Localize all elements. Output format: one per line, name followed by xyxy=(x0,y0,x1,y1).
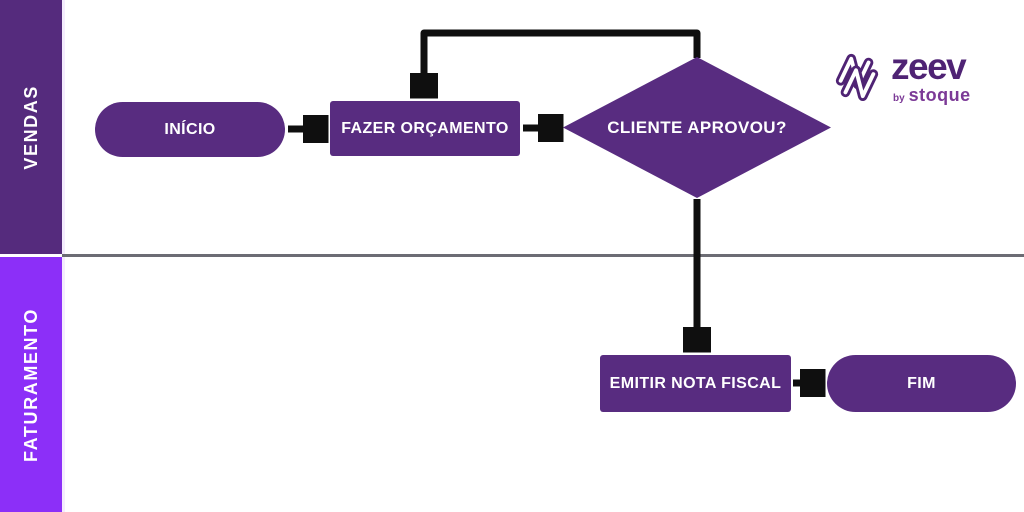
logo-by-text: by xyxy=(893,93,905,105)
node-end-label: FIM xyxy=(907,374,936,392)
logo-brand-text: zeev xyxy=(891,46,967,87)
node-start-label: INÍCIO xyxy=(164,120,216,138)
lane-faturamento-text: FATURAMENTO xyxy=(20,307,41,462)
logo-byline: by stoque xyxy=(893,86,971,104)
node-start: INÍCIO xyxy=(95,102,285,157)
logo-text-block: zeev by stoque xyxy=(891,46,971,105)
lane-label-faturamento: FATURAMENTO xyxy=(0,257,65,512)
node-make-quote-label: FAZER ORÇAMENTO xyxy=(341,119,509,137)
zeev-stoque-logo: zeev by stoque xyxy=(832,46,971,106)
node-end: FIM xyxy=(827,355,1016,412)
node-decision-diamond: CLIENTE APROVOU? xyxy=(563,57,831,198)
node-make-quote: FAZER ORÇAMENTO xyxy=(330,101,520,156)
logo-company-text: stoque xyxy=(908,85,971,106)
lane-label-vendas: VENDAS xyxy=(0,0,65,254)
node-issue-invoice-label: EMITIR NOTA FISCAL xyxy=(609,374,782,392)
node-decision-label: CLIENTE APROVOU? xyxy=(607,117,787,137)
lane-vendas-text: VENDAS xyxy=(20,84,41,170)
lane-divider-line xyxy=(62,254,1024,257)
node-issue-invoice: EMITIR NOTA FISCAL xyxy=(600,355,791,412)
zeev-logo-icon xyxy=(835,53,879,101)
